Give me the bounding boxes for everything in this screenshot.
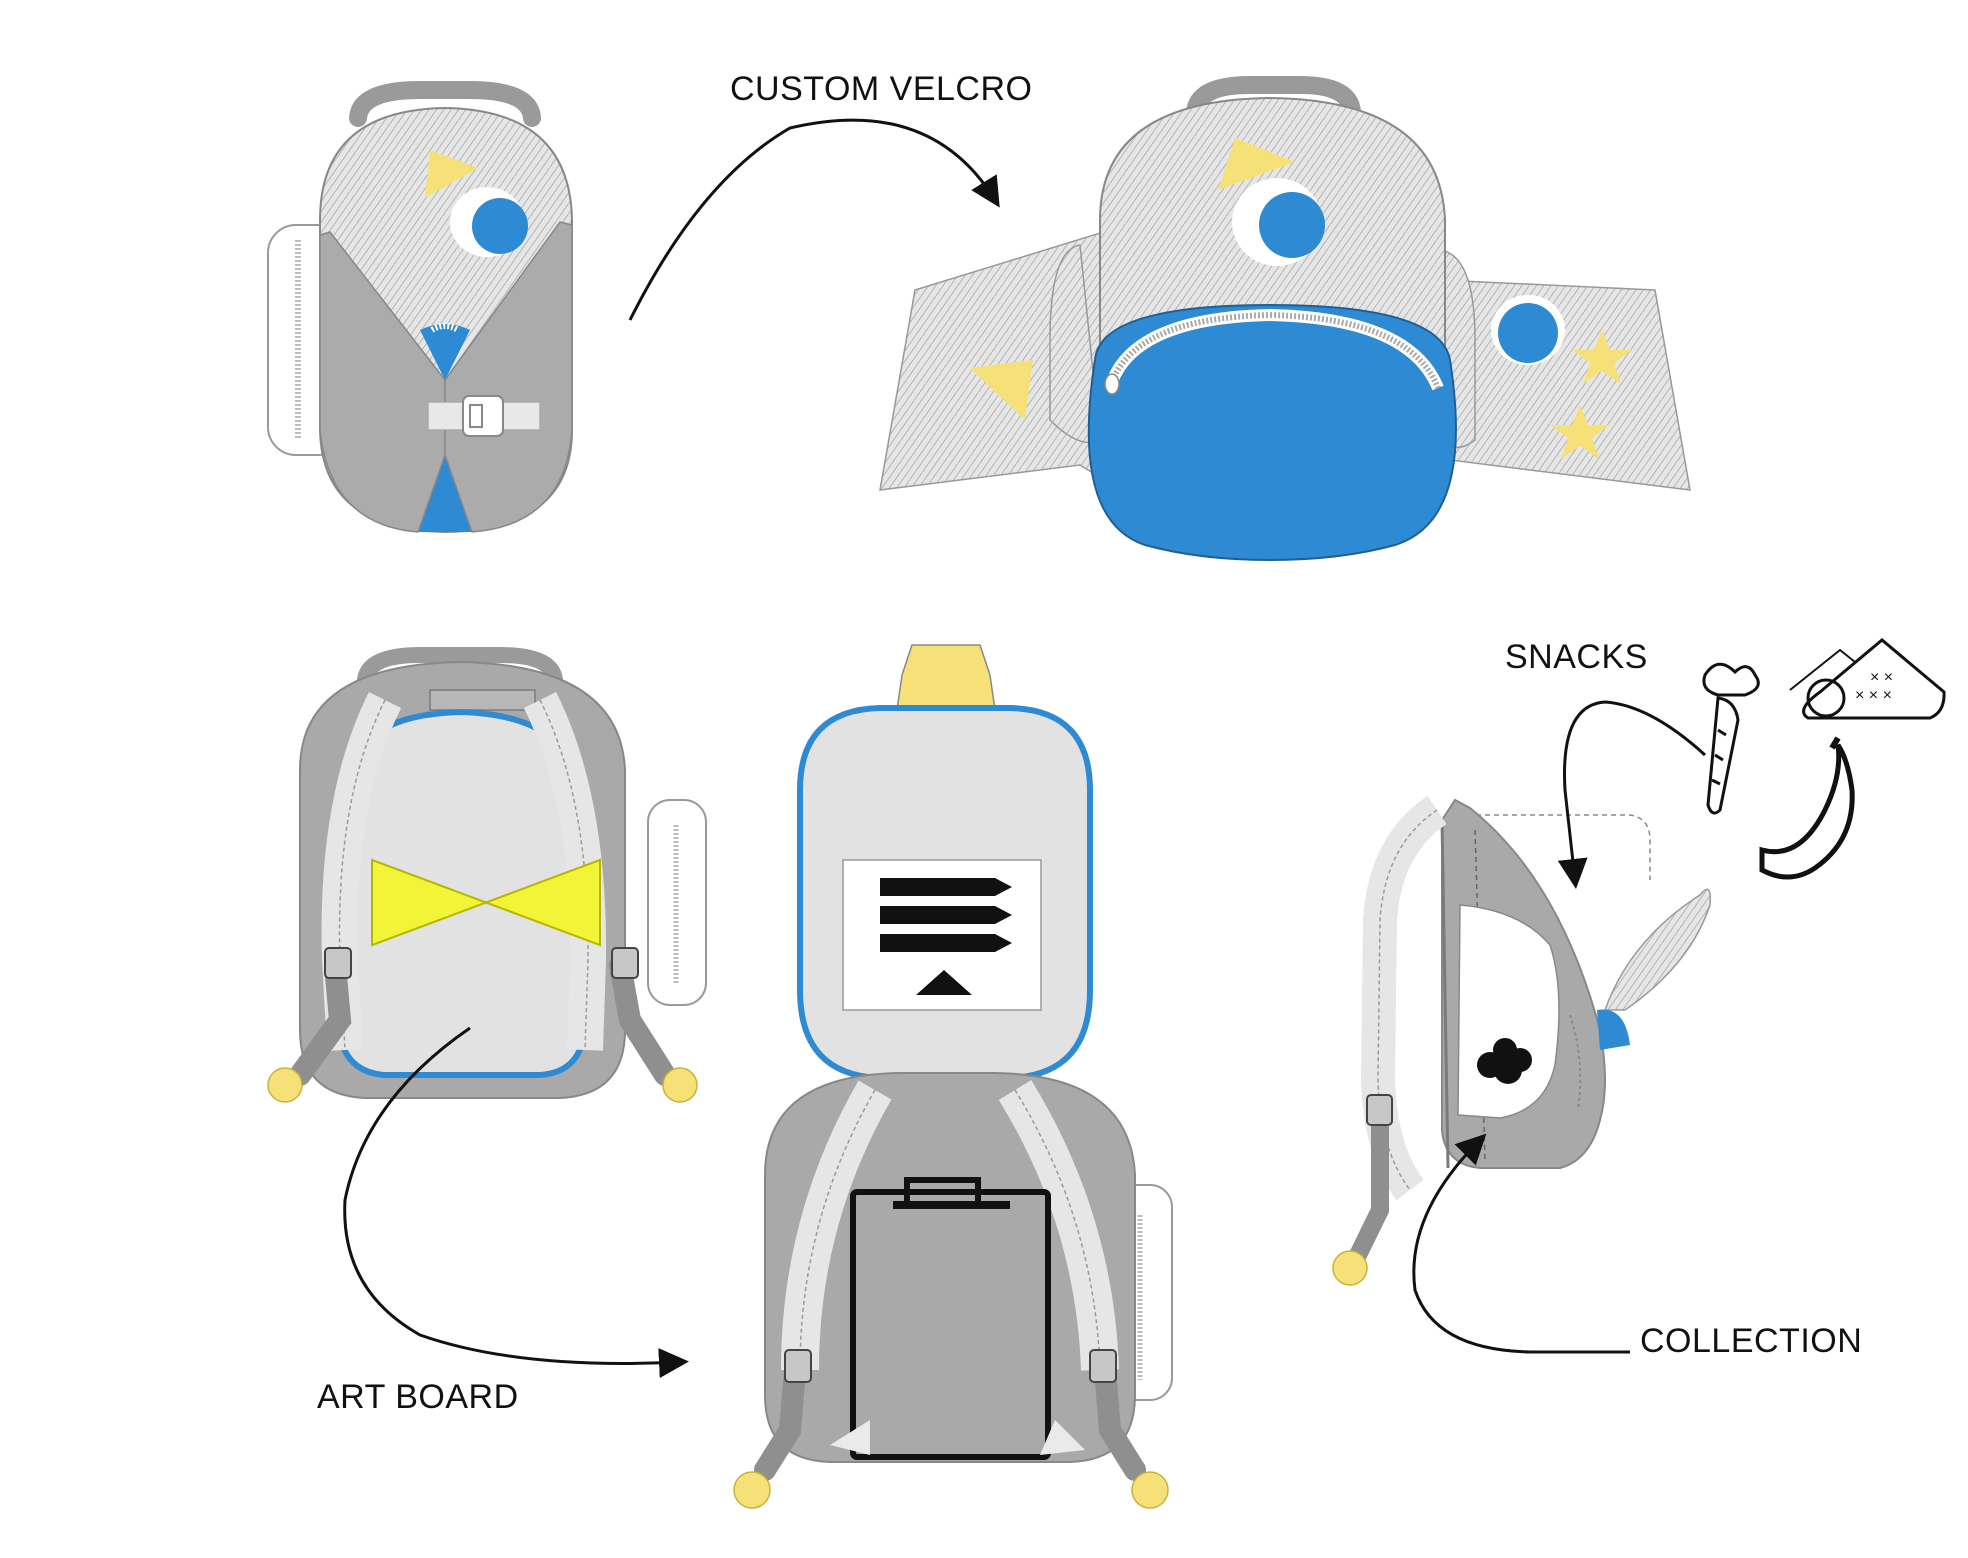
collection-arrow	[1412, 1133, 1630, 1354]
closed-backpack-front	[267, 81, 573, 534]
buckle-icon	[427, 395, 541, 437]
sandwich-icon: × × × × ×	[1789, 638, 1946, 720]
open-backpack-front	[879, 76, 1691, 562]
backpack-side-view	[1332, 795, 1712, 1286]
art-board-arrow	[343, 1026, 689, 1379]
custom-velcro-label: CUSTOM VELCRO	[730, 70, 1032, 108]
carrot-icon	[1702, 662, 1760, 815]
triangle-patch	[425, 150, 478, 198]
svg-text:× × ×: × × ×	[1855, 687, 1892, 704]
banana-icon	[1759, 736, 1855, 880]
snacks-arrow	[1557, 700, 1707, 889]
art-board-label: ART BOARD	[317, 1378, 519, 1416]
pencils-icon	[880, 878, 1012, 952]
custom-velcro-arrow	[628, 118, 1000, 321]
art-board-view	[733, 644, 1173, 1509]
collection-label: COLLECTION	[1640, 1322, 1862, 1360]
svg-text:× ×: × ×	[1870, 669, 1893, 686]
backpack-back-view	[267, 647, 707, 1103]
snacks-label: SNACKS	[1505, 638, 1648, 676]
collection-stones-icon	[1477, 1038, 1532, 1084]
star-icon	[1550, 330, 1632, 459]
clipboard-icon	[850, 1177, 1051, 1460]
arrows	[343, 118, 1707, 1379]
